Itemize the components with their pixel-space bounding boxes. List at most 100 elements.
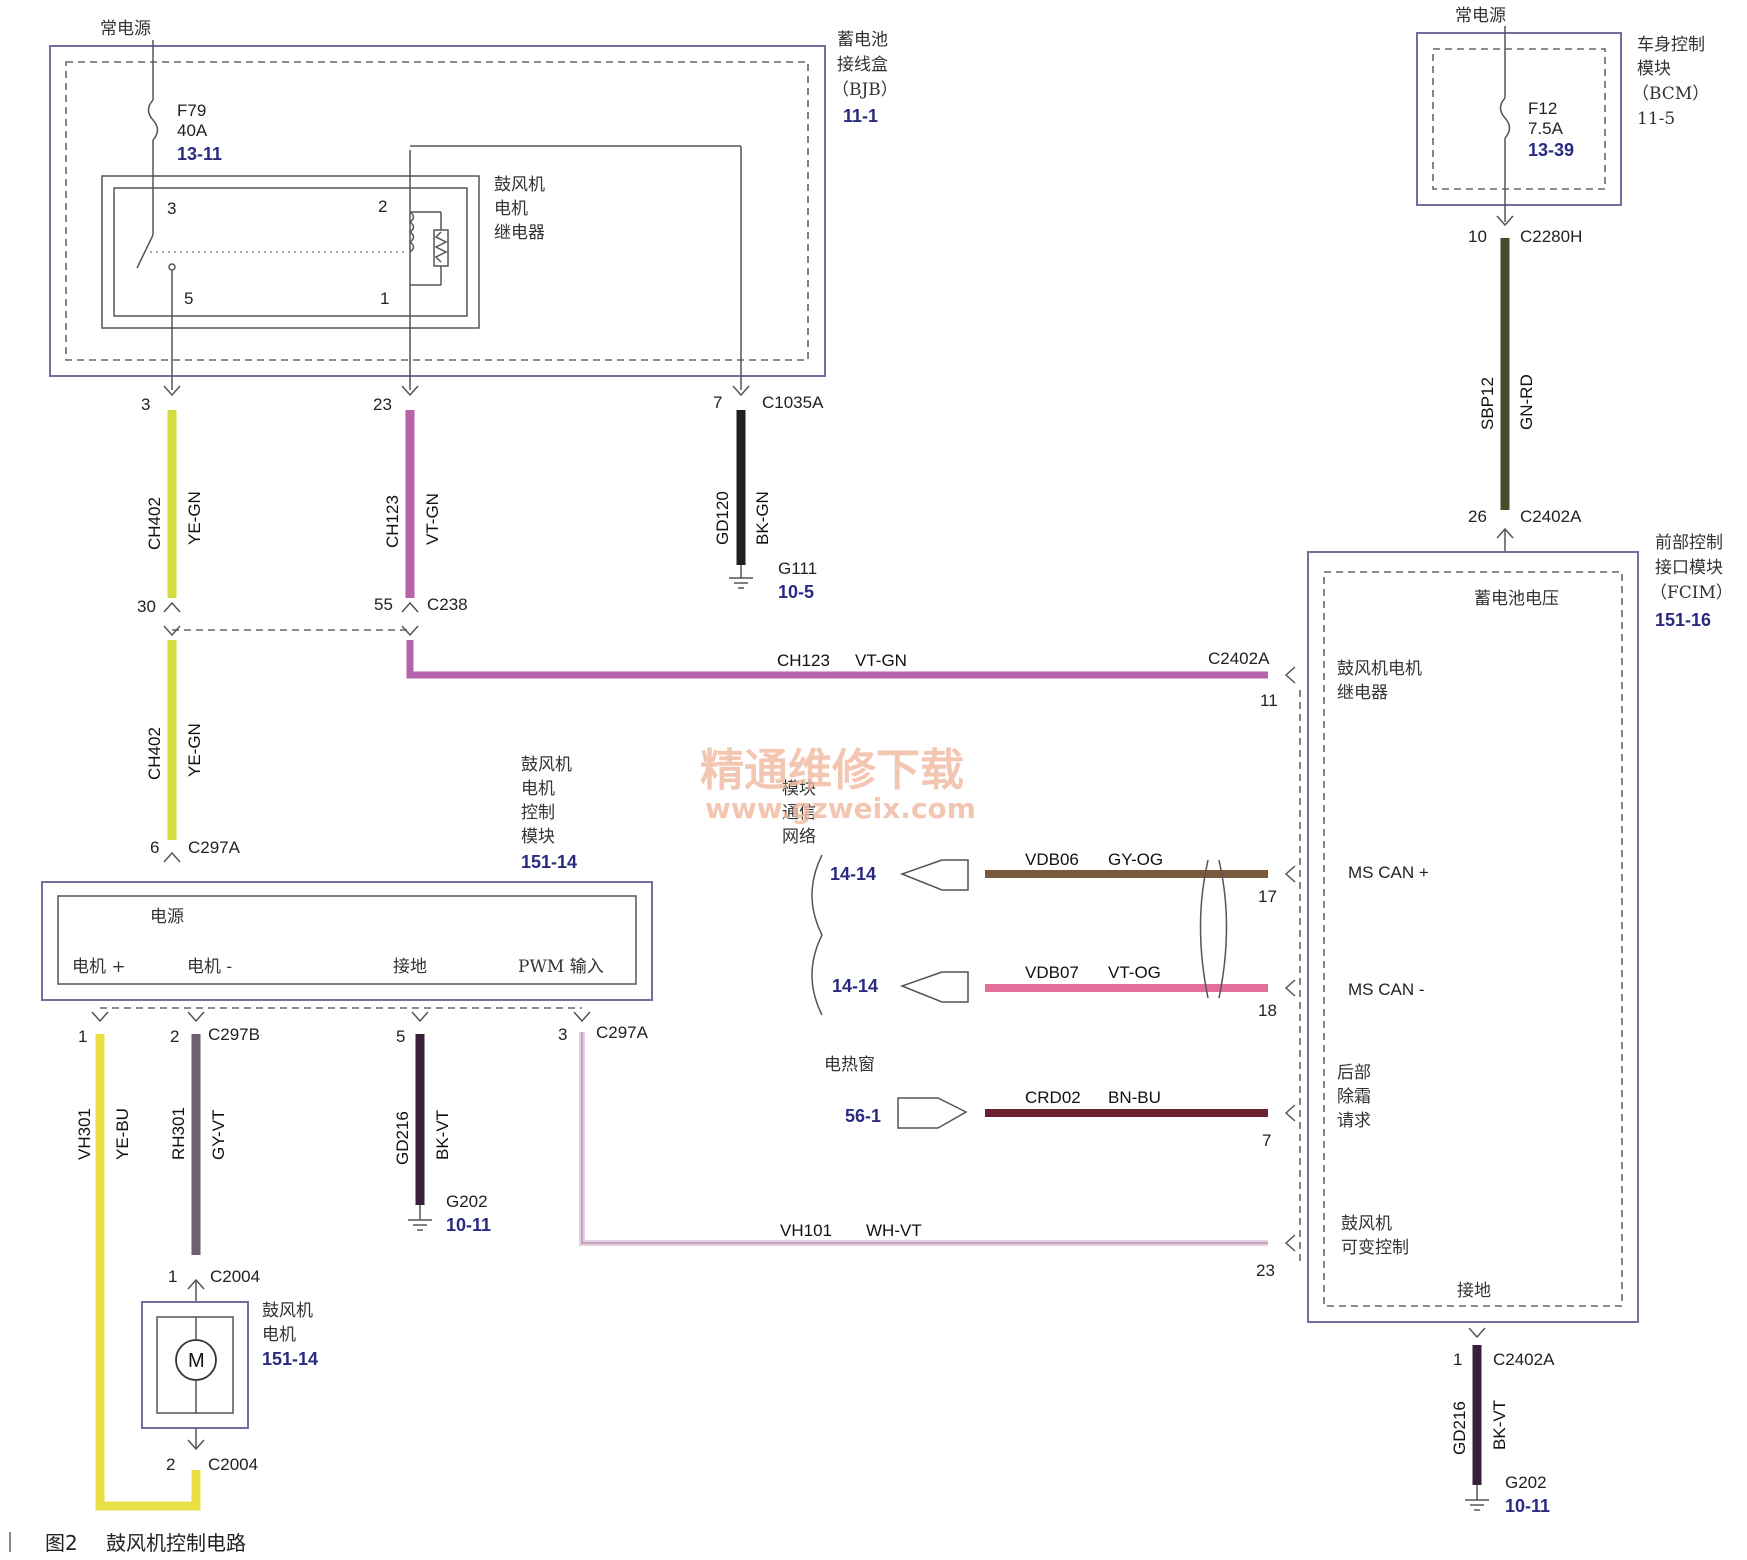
fcim-gd216-circuit: GD216 [1450,1401,1469,1455]
fcim-name-3: （FCIM） [1650,583,1733,603]
relay-name-3: 继电器 [494,223,545,243]
caption-fig: 图2 [45,1531,78,1555]
bjb-ref: 11-1 [843,106,878,126]
fcim-gnd-pin: 1 [1453,1350,1462,1369]
bcm-supply-label: 常电源 [1455,6,1506,26]
bcm-name-2: 模块 [1637,59,1671,79]
fcim-pin18-chevron-icon [1284,979,1296,997]
c2402a-label-top: C2402A [1520,507,1582,526]
fcim-battery-voltage: 蓄电池电压 [1474,589,1559,609]
ch402-lower-circuit: CH402 [145,727,164,780]
bmcm-pin-motor-minus: 电机 - [187,957,232,977]
c2280h-chevron-icon [1496,215,1514,227]
c297b-label: C297B [208,1025,260,1044]
bm-pin3-chevron-icon [573,1011,591,1023]
fcim-pin-23: 23 [1256,1261,1275,1280]
c297a-label-bottom: C297A [596,1023,649,1042]
f12-rating: 7.5A [1528,119,1564,138]
c2280h-pin-10: 10 [1468,227,1487,246]
bm-pin-3: 3 [558,1025,567,1044]
c238-pin55-chevron-icon [401,601,419,613]
bm-gd216-circuit: GD216 [393,1111,412,1165]
fcim-pin-18: 18 [1258,1001,1277,1020]
fcim-inner-dash [1323,571,1623,1307]
c238-pin-30: 30 [137,597,156,616]
fcim-pin23-chevron-icon [1284,1234,1296,1252]
motor-symbol: M [188,1350,205,1372]
wire-vh301 [95,1034,201,1511]
bm-g202-label: G202 [446,1192,488,1211]
network-brace-icon [811,854,823,1016]
bjb-name-2: 接线盒 [837,55,888,75]
bcm-outer-box [1416,32,1622,206]
fcim-ref: 151-16 [1655,610,1711,630]
motor-conn-top: C2004 [210,1267,260,1286]
rh301-color: GY-VT [209,1110,228,1160]
c238-label: C238 [427,595,468,614]
ch402-lower-color: YE-GN [185,723,204,777]
relay-pin-3: 3 [167,199,176,218]
fcim-outer-box [1307,551,1639,1323]
c238-pin-55: 55 [374,595,393,614]
f79-name: F79 [177,101,206,120]
relay-name-2: 电机 [494,199,528,219]
can-minus-connector-icon [899,971,969,1003]
relay-pin-1: 1 [380,289,389,308]
motor-bottom-chevron-icon [187,1439,205,1451]
fcim-pin-11: 11 [1260,691,1278,710]
ch123-vertical-circuit: CH123 [383,495,402,548]
bm-g202-ref: 10-11 [446,1215,491,1235]
f12-ref: 13-39 [1528,140,1574,160]
bjb-inner-dash [65,61,809,361]
c238-lower-chevron-a-icon [163,625,181,637]
bcm-name-1: 车身控制 [1637,35,1705,55]
motor-name-1: 鼓风机 [262,1301,313,1321]
c2280h-label: C2280H [1520,227,1582,246]
vdb06-circuit: VDB06 [1025,850,1079,869]
fcim-defrost-2: 除霜 [1337,1087,1371,1107]
bjb-pin7-chevron-icon [732,385,750,397]
fcim-pin17-chevron-icon [1284,865,1296,883]
bmcm-outer-box [41,881,653,1001]
bjb-pin3-chevron-icon [163,385,181,397]
relay-resistor-zigzag [434,231,448,263]
vdb07-color: VT-OG [1108,963,1161,982]
c297a-label-top: C297A [188,838,241,857]
gd120-color: BK-GN [753,491,772,545]
relay-pin-2: 2 [378,197,387,216]
bjb-name-1: 蓄电池 [837,30,888,50]
relay-switch-contact-icon [136,234,154,269]
bm-gd216-color: BK-VT [433,1110,452,1160]
fcim-name-1: 前部控制 [1655,533,1723,553]
wire-vh101-edge [581,1032,1268,1244]
gd120-circuit: GD120 [713,491,732,545]
relay-contact-icon [168,263,176,271]
bmcm-inner-box [57,895,637,985]
defrost-connector-icon [897,1097,968,1129]
fcim-gnd-conn: C2402A [1493,1350,1555,1369]
fuse-f79-icon [147,99,159,141]
bjb-name-3: （BJB） [832,80,898,100]
ch123-h-color: VT-GN [855,651,907,670]
fcim-pin11-chevron-icon [1284,666,1296,684]
watermark-cn: 精通维修下载 [700,745,964,796]
relay-coil-icon [408,211,415,253]
sbp12-color: GN-RD [1517,374,1536,430]
motor-pin-1: 1 [168,1267,177,1286]
motor-inner-box [156,1316,234,1414]
fcim-blower-var-1: 鼓风机 [1341,1214,1392,1234]
bmcm-power: 电源 [150,907,184,927]
bm-pin-2: 2 [170,1027,179,1046]
relay-pin-5: 5 [184,289,193,308]
bjb-conn-c1035a: C1035A [762,393,824,412]
bjb-pin23-chevron-icon [401,385,419,397]
vh301-color: YE-BU [113,1108,132,1160]
fcim-module: 前部控制 接口模块 （FCIM） 151-16 蓄电池电压 鼓风机电机 继电器 … [1307,533,1733,1323]
motor-ref: 151-14 [262,1349,318,1369]
c2402a-pin26-chevron-icon [1496,527,1514,539]
c297a-pin-6: 6 [150,838,159,857]
bcm-name-4: 11-5 [1637,109,1675,129]
relay-resistor-icon [433,229,449,267]
fcim-gnd-chevron-icon [1468,1327,1486,1339]
